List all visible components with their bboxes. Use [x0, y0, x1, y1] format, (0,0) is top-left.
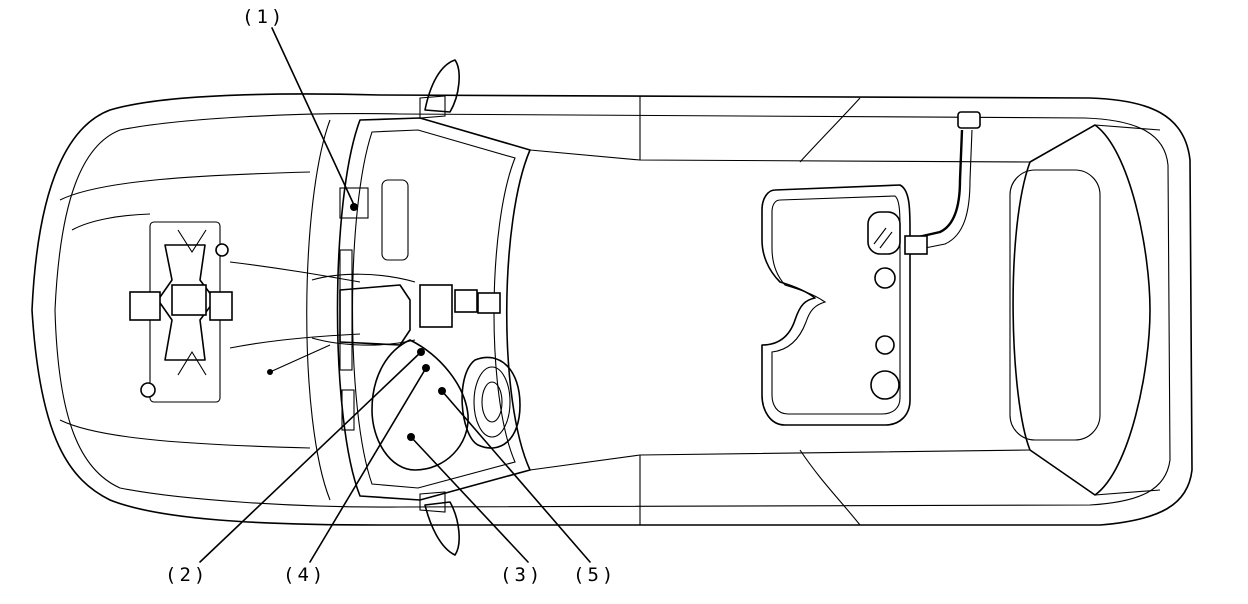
callout-label-2: (2) — [165, 564, 209, 586]
callout-label-5: (5) — [573, 564, 617, 586]
callout-label-1: (1) — [242, 6, 286, 28]
engine-icon — [129, 221, 361, 403]
leader-lines — [199, 27, 591, 563]
callout-label-4: (4) — [283, 564, 327, 586]
callout-label-3: (3) — [500, 564, 544, 586]
car-top-view-icon — [31, 59, 1193, 556]
fuel-tank-icon — [761, 111, 981, 426]
dashboard-components — [311, 179, 521, 471]
